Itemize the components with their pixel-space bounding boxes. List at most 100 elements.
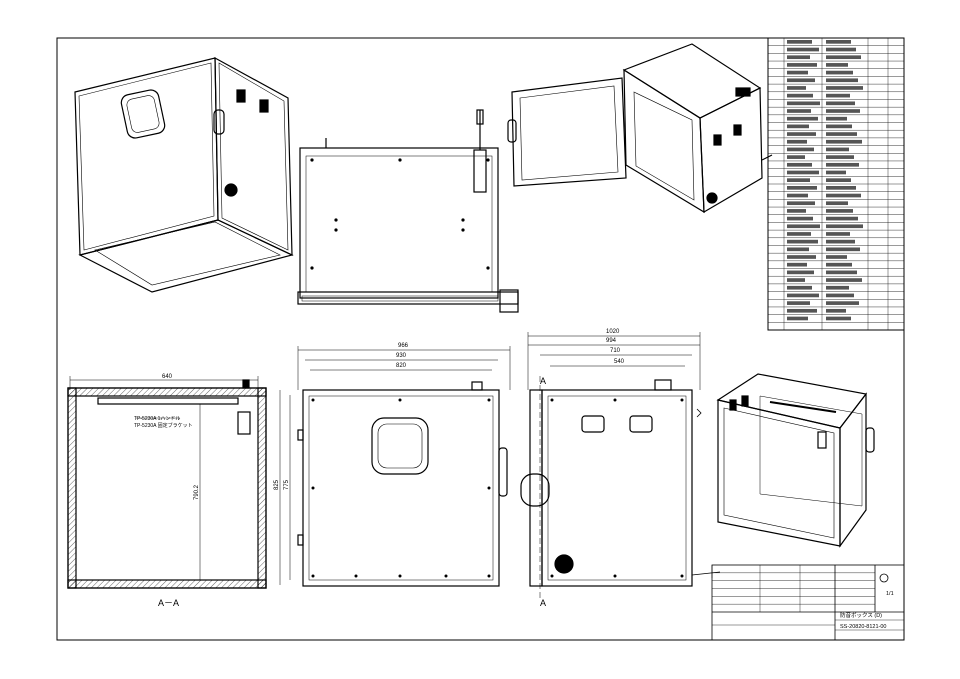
parts-table-cell-text [826, 63, 848, 67]
dim-front-total: 966 [398, 343, 409, 349]
parts-table-cell-text [787, 255, 816, 259]
parts-table-cell-text [826, 139, 862, 144]
parts-table-cell-text [787, 308, 817, 313]
iso-view-top-left [74, 56, 294, 293]
parts-table-cell-text [787, 285, 812, 290]
parts-table-cell-text [826, 178, 851, 182]
parts-table-cell-text [826, 285, 849, 290]
parts-table-cell-text [826, 101, 855, 106]
section-label: A－A [158, 598, 179, 608]
parts-table-cell-text [787, 239, 818, 244]
parts-table-cell-text [787, 178, 810, 182]
parts-table-cell-text [787, 139, 807, 144]
parts-table-cell-text [787, 109, 811, 113]
section-note-1: TP-5230A 1ハンドル [134, 416, 180, 422]
section-view-a-a [67, 376, 267, 589]
parts-table-cell-text [826, 270, 857, 275]
iso-view-open-door [507, 43, 773, 214]
parts-table-cell-text [787, 101, 820, 106]
parts-table-cell-text [787, 132, 816, 136]
parts-table-cell-text [826, 293, 854, 298]
parts-table-cell-text [826, 278, 862, 282]
parts-table-cell-text [826, 216, 858, 221]
parts-table-cell-text [787, 301, 810, 305]
parts-table-cell-text [826, 209, 853, 213]
parts-table-cell-text [826, 155, 854, 159]
dim-side-depth: 540 [614, 359, 625, 365]
parts-table-cell-text [826, 124, 852, 129]
parts-table-cell-text [826, 186, 856, 190]
parts-table-cell-text [787, 186, 817, 190]
parts-table-cell-text [787, 47, 819, 52]
parts-table-cell-text [787, 78, 815, 83]
parts-table-cell-text [826, 308, 846, 313]
parts-table-cell-text [787, 232, 811, 236]
parts-table-cell-text [826, 247, 860, 252]
parts-table-cell-text [826, 316, 851, 321]
parts-table-cell-text [787, 262, 807, 267]
parts-table-cell-text [826, 78, 858, 83]
parts-table-cell-text [787, 124, 809, 129]
parts-table-cell-text [787, 278, 805, 282]
parts-table-cell-text [787, 209, 806, 213]
parts-table-cell-text [826, 232, 850, 236]
dim-section-width: 640 [162, 374, 173, 380]
parts-table-cell-text [826, 301, 859, 305]
parts-table-cell-text [826, 55, 861, 60]
section-marker-top: A [540, 376, 546, 386]
dim-front-height-a: 825 [274, 479, 280, 490]
parts-table-cell-text [787, 86, 806, 90]
parts-table-cell-text [787, 55, 810, 60]
parts-table-cell-text [787, 63, 817, 67]
parts-table-cell-text [787, 170, 819, 175]
dim-side-total: 1020 [606, 329, 620, 335]
parts-table-cell-text [787, 155, 805, 159]
sheet-border [56, 37, 905, 641]
parts-table-cell-text [826, 170, 846, 175]
section-note-2: TP-5230A 固定ブラケット [134, 422, 193, 429]
parts-table-cell-text [826, 162, 859, 167]
parts-table-cell-text [787, 201, 815, 206]
parts-table-cell-text [826, 239, 855, 244]
side-view [520, 332, 721, 600]
parts-table-cell-text [826, 47, 856, 52]
parts-table-cell-text [826, 255, 847, 259]
parts-table-cell-text [787, 116, 818, 121]
parts-table-cell-text [787, 224, 820, 229]
parts-table-cell-text [787, 162, 812, 167]
parts-table-cell-text [826, 93, 850, 98]
parts-table-cell-text [826, 147, 849, 152]
front-view [279, 346, 511, 587]
dim-front-mid: 930 [396, 353, 407, 359]
iso-view-bottom-right [716, 373, 875, 548]
dim-side-inner: 710 [610, 348, 621, 354]
dim-section-height: 790.2 [194, 484, 200, 500]
parts-table-cell-text [787, 293, 819, 298]
parts-table-cell-text [787, 193, 808, 198]
parts-table-cell-text [826, 116, 847, 121]
title-block [711, 564, 905, 641]
parts-table-cell-text [826, 201, 848, 206]
dim-front-inner: 820 [396, 363, 407, 369]
parts-table-cell-text [787, 70, 808, 75]
parts-table-cell-text [787, 93, 813, 98]
dim-side-mid: 994 [606, 338, 617, 344]
drawing-title: 防音ボックス (D) [840, 611, 882, 619]
parts-table-cell-text [787, 216, 813, 221]
parts-table-cell-text [787, 247, 809, 252]
parts-table-cell-text [826, 193, 861, 198]
parts-table-cell-text [826, 109, 860, 113]
drawing-number: SS-20820-8121-00 [840, 624, 886, 630]
parts-table-cell-text [787, 40, 812, 44]
section-marker-bottom: A [540, 598, 546, 608]
parts-table [767, 37, 905, 331]
parts-table-cell-text [787, 316, 808, 321]
parts-table-cell-text [826, 86, 863, 90]
parts-table-cell-text [826, 262, 852, 267]
dim-front-height-b: 775 [284, 479, 290, 490]
drawing-scale: 1/1 [886, 591, 894, 597]
parts-table-cell-text [787, 270, 814, 275]
parts-table-cell-text [826, 224, 863, 229]
top-view [297, 109, 519, 313]
